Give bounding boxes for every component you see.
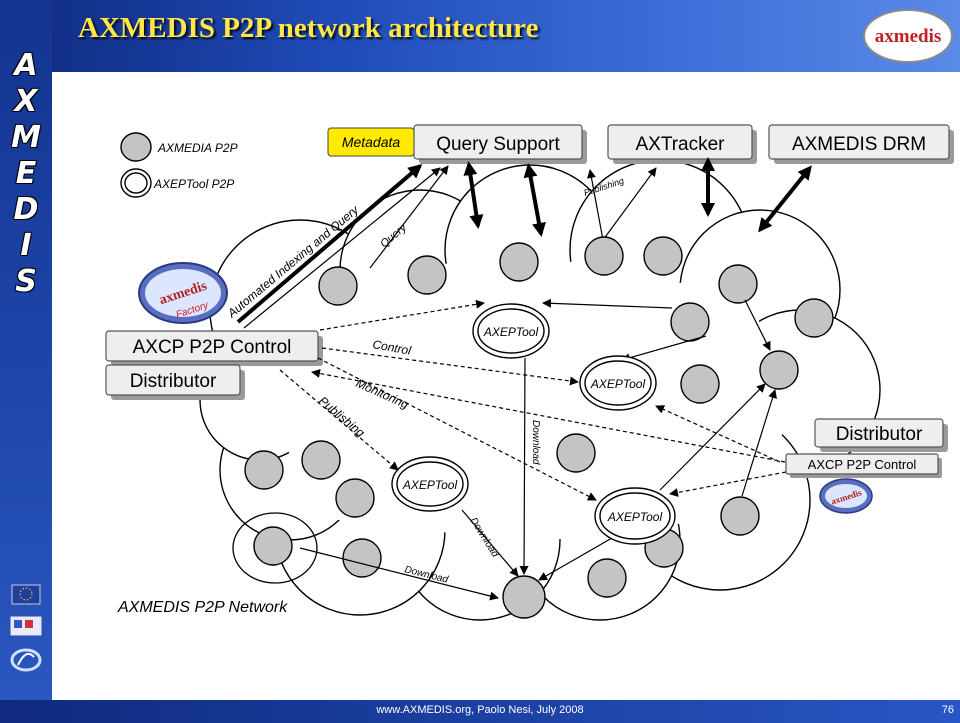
download-arrow — [519, 357, 529, 575]
p2p-node — [502, 575, 546, 619]
side-letter: D — [13, 192, 39, 227]
node-query-arrow — [369, 165, 449, 269]
footer-bar — [0, 700, 960, 723]
node-link-arrow — [621, 335, 707, 363]
drm-box: AXMEDIS DRM — [768, 124, 954, 164]
axeptool-node-1: AXEPTool — [472, 303, 550, 359]
p2p-node — [794, 298, 834, 338]
download-label-vertical: Download — [530, 420, 541, 465]
p2p-node — [253, 526, 293, 566]
p2p-node — [407, 255, 447, 295]
axcp-control-box-left: AXCP P2P Control — [105, 330, 323, 366]
download-arrow — [461, 509, 519, 577]
node-link-arrow — [538, 537, 613, 581]
sixth-framework-logo-icon — [10, 648, 42, 672]
query-support-box: Query Support — [413, 124, 587, 164]
p2p-node — [301, 440, 341, 480]
node-link-arrow — [741, 389, 777, 497]
legend-axeptool-label: AXEPTool P2P — [153, 177, 234, 191]
axmedis-vertical-letters: A X M E D I S — [3, 48, 49, 300]
publishing-top-arrow — [587, 169, 604, 241]
node-link-arrow — [744, 299, 771, 351]
slide-title: AXMEDIS P2P network architecture — [78, 12, 539, 44]
publishing-arrow — [279, 369, 399, 471]
drm-link-arrow — [758, 165, 812, 233]
axeptool-node-3: AXEPTool — [391, 456, 469, 512]
download-arrow — [299, 547, 499, 601]
axeptool-label: AXEPTool — [402, 478, 458, 492]
legend-node-double-inner — [124, 172, 148, 194]
p2p-node — [499, 242, 539, 282]
monitoring-arrow — [655, 405, 781, 463]
p2p-node — [318, 266, 358, 306]
distributor-box-right: Distributor — [814, 418, 948, 452]
p2p-node — [670, 302, 710, 342]
metadata-label: Metadata — [342, 134, 401, 150]
legend-node-gray — [120, 132, 152, 162]
p2p-node — [335, 478, 375, 518]
logo-text: axmedis — [875, 26, 942, 47]
query-support-link-arrow — [463, 161, 484, 229]
legend-axmedia-label: AXMEDIA P2P — [157, 141, 238, 155]
p2p-nodes — [244, 236, 834, 619]
axeptool-label: AXEPTool — [607, 510, 663, 524]
p2p-node — [643, 236, 683, 276]
legend: AXMEDIA P2P AXEPTool P2P — [120, 132, 238, 198]
control-label: Control — [371, 337, 412, 358]
distributor-label-right: Distributor — [836, 424, 923, 445]
metadata-box: Metadata — [327, 127, 415, 157]
title-bar — [0, 0, 960, 72]
query-support-link-arrow — [523, 163, 546, 237]
axtracker-box: AXTracker — [607, 124, 757, 164]
node-link-arrow — [542, 298, 673, 309]
p2p-node — [584, 236, 624, 276]
dg-infso-logo-icon — [9, 615, 43, 637]
network-label: AXMEDIS P2P Network — [117, 599, 288, 616]
page-number: 76 — [941, 704, 954, 716]
p2p-node — [759, 350, 799, 390]
distributor-box-left: Distributor — [105, 364, 245, 400]
control-arrow — [321, 347, 579, 386]
side-bar — [0, 0, 52, 700]
p2p-node — [718, 264, 758, 304]
query-arrow — [243, 167, 441, 329]
query-support-label: Query Support — [436, 134, 560, 155]
side-letter: X — [14, 84, 38, 119]
p2p-node — [244, 450, 284, 490]
side-letter: I — [20, 228, 32, 263]
factory-badge-left: axmedis Factory — [138, 262, 228, 324]
eu-flag-icon — [11, 584, 41, 605]
distributor-label-left: Distributor — [130, 371, 217, 392]
axeptool-label: AXEPTool — [483, 325, 539, 339]
drm-label: AXMEDIS DRM — [792, 134, 926, 155]
p2p-node — [342, 538, 382, 578]
p2p-node — [587, 558, 627, 598]
axeptool-node-4: AXEPTool — [594, 487, 676, 545]
axmedis-logo: axmedis — [863, 9, 953, 63]
axcp-control-label-left: AXCP P2P Control — [133, 337, 292, 358]
monitoring-arrow — [311, 369, 786, 463]
p2p-node — [720, 496, 760, 536]
automated-indexing-arrow — [236, 164, 423, 324]
node-link-arrow — [659, 383, 766, 491]
p2p-node — [680, 364, 720, 404]
axcp-control-label-right: AXCP P2P Control — [808, 457, 917, 472]
control-arrow-right — [669, 471, 787, 497]
axtracker-label: AXTracker — [635, 134, 725, 155]
factory-badge-right: axmedis — [819, 478, 873, 514]
axcp-control-box-right: AXCP P2P Control — [785, 453, 942, 478]
side-letter: A — [14, 48, 38, 83]
side-letter: M — [11, 120, 41, 155]
side-letter: E — [15, 156, 37, 191]
footer-text: www.AXMEDIS.org, Paolo Nesi, July 2008 — [376, 704, 584, 716]
axeptool-label: AXEPTool — [590, 377, 646, 391]
p2p-node — [556, 433, 596, 473]
side-letter: S — [15, 264, 37, 299]
axeptool-node-2: AXEPTool — [579, 355, 657, 411]
publishing-tracker-arrow — [602, 167, 657, 241]
